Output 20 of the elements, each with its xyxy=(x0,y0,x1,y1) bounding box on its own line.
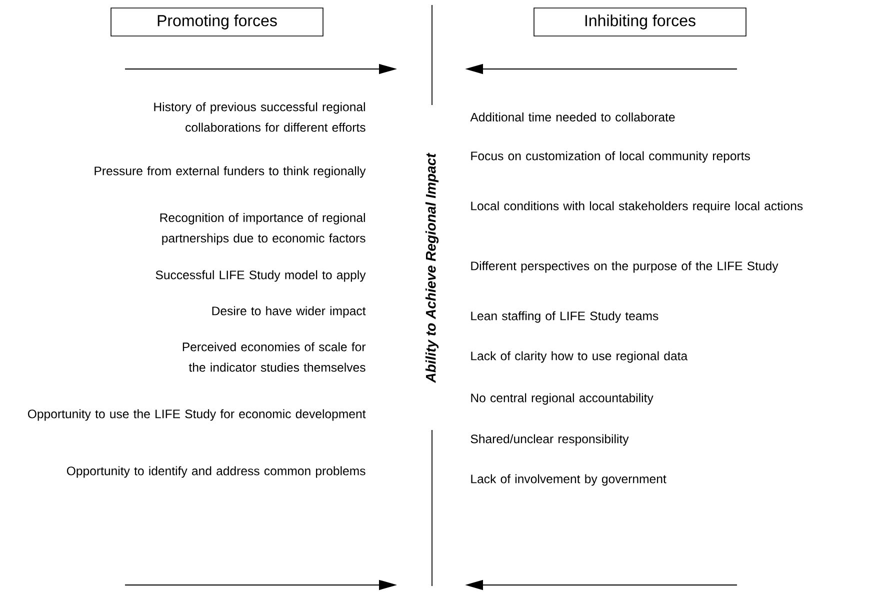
force-text: No central regional accountability xyxy=(471,393,654,405)
force-text: Additional time needed to collaborate xyxy=(470,112,675,122)
force-text: Opportunity to identify and address common problems xyxy=(66,466,366,478)
axis-label: Ability to Achieve Regional Impact xyxy=(425,152,439,384)
force-text: Local conditions with local stakeholders require local actions xyxy=(471,201,803,213)
force-text: Opportunity to use the LIFE Study for economic development xyxy=(28,409,366,421)
header-box: Inhibiting forces xyxy=(534,8,746,36)
force-text: Lack of involvement by government xyxy=(471,474,666,486)
force-text: Successful LIFE Study model to apply xyxy=(156,270,366,282)
force-text: Perceived economies of scale for the indicator studies themselves xyxy=(182,342,366,372)
force-text: Focus on customization of local community reports xyxy=(471,151,750,163)
force-text: History of previous successful regional collaborations for different efforts xyxy=(154,102,366,132)
force-text: Lack of clarity how to use regional data xyxy=(471,351,688,363)
force-text: Recognition of importance of regional partnerships due to economic factors xyxy=(160,213,366,245)
force-text: Desire to have wider impact xyxy=(212,306,366,318)
header-box: Promoting forces xyxy=(110,8,324,36)
force-text: Lean staffing of LIFE Study teams xyxy=(471,311,658,323)
force-text: Shared/unclear responsibility xyxy=(470,434,629,446)
force-text: Different perspectives on the purpose of the LIFE Study xyxy=(471,261,778,273)
force-text: Pressure from external funders to think regionally xyxy=(94,166,366,178)
